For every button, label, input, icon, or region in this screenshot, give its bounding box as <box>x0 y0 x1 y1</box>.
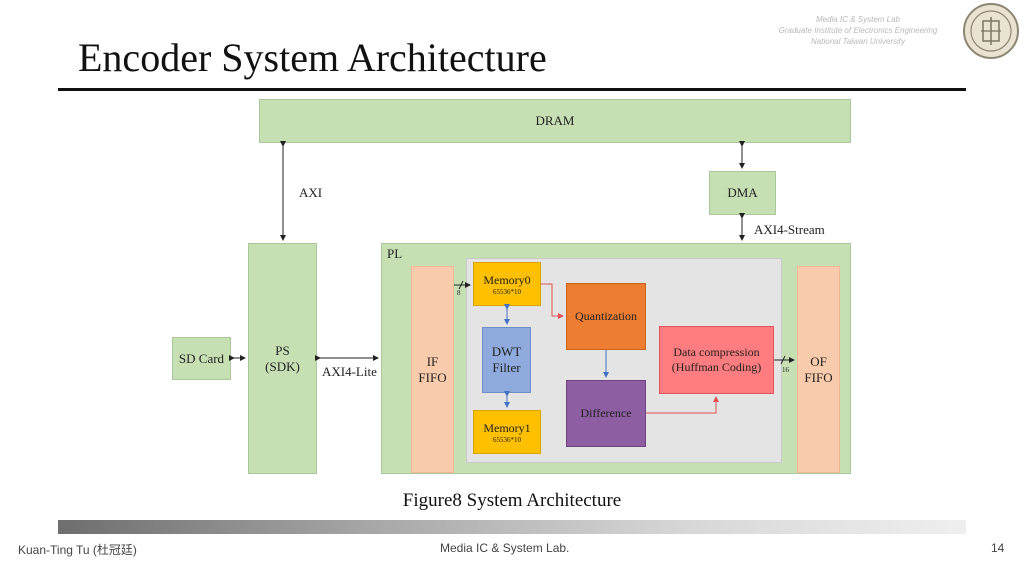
dwt-sublabel: Filter <box>492 360 521 375</box>
dma-label: DMA <box>727 185 758 200</box>
lab-header-line: National Taiwan University <box>811 37 905 46</box>
dwt-label: DWT <box>491 344 522 359</box>
quantization-block: Quantization <box>566 283 646 350</box>
ps-label: PS <box>275 342 290 358</box>
pl-label: PL <box>387 246 403 261</box>
page-number: 14 <box>991 541 1005 555</box>
memory0-block: Memory0 65536*10 <box>473 262 541 306</box>
dram-label: DRAM <box>535 113 575 128</box>
ps-block: PS (SDK) <box>248 243 317 474</box>
lab-header-line: Media IC & System Lab <box>815 15 901 24</box>
axi4-lite-label: AXI4-Lite <box>322 364 377 379</box>
of-fifo-sublabel: FIFO <box>804 369 833 385</box>
footer-lab: Media IC & System Lab. <box>440 541 570 555</box>
memory0-size: 65536*10 <box>493 287 521 296</box>
memory0-label: Memory0 <box>483 272 531 287</box>
lab-header: Media IC & System Lab Graduate Institute… <box>740 14 976 47</box>
title-divider <box>58 88 966 91</box>
quantization-label: Quantization <box>575 309 637 323</box>
dma-block: DMA <box>709 171 776 215</box>
sd-card-label: SD Card <box>178 350 225 366</box>
footer-gradient-bar <box>58 520 966 534</box>
of-fifo-label: OF <box>810 353 827 369</box>
axi4-stream-label: AXI4-Stream <box>754 222 825 237</box>
slide-title: Encoder System Architecture <box>78 35 547 80</box>
dram-block: DRAM <box>259 99 851 143</box>
university-seal-icon <box>963 3 1019 59</box>
memory1-block: Memory1 65536*10 <box>473 410 541 454</box>
ps-sublabel: (SDK) <box>265 358 300 374</box>
lab-header-line: Graduate Institute of Electronics Engine… <box>778 26 938 35</box>
axi-label: AXI <box>299 185 323 200</box>
bus-width-in-label: 8 <box>457 289 461 297</box>
of-fifo-block: OF FIFO <box>797 266 840 473</box>
sd-card-block: SD Card <box>172 337 231 380</box>
difference-label: Difference <box>580 406 632 420</box>
bus-width-out-label: 16 <box>782 366 789 374</box>
if-fifo-block: IF FIFO <box>411 266 454 473</box>
data-compression-label: Data compression <box>673 345 760 359</box>
difference-block: Difference <box>566 380 646 447</box>
figure-caption: Figure8 System Architecture <box>402 490 622 511</box>
data-compression-sublabel: (Huffman Coding) <box>671 360 762 374</box>
if-fifo-sublabel: FIFO <box>418 369 447 385</box>
dwt-filter-block: DWT Filter <box>482 327 531 393</box>
memory1-label: Memory1 <box>483 420 531 435</box>
data-compression-block: Data compression (Huffman Coding) <box>659 326 774 394</box>
memory1-size: 65536*10 <box>493 435 521 444</box>
footer-author: Kuan-Ting Tu (杜冠廷) <box>18 543 137 557</box>
if-fifo-label: IF <box>426 353 439 369</box>
